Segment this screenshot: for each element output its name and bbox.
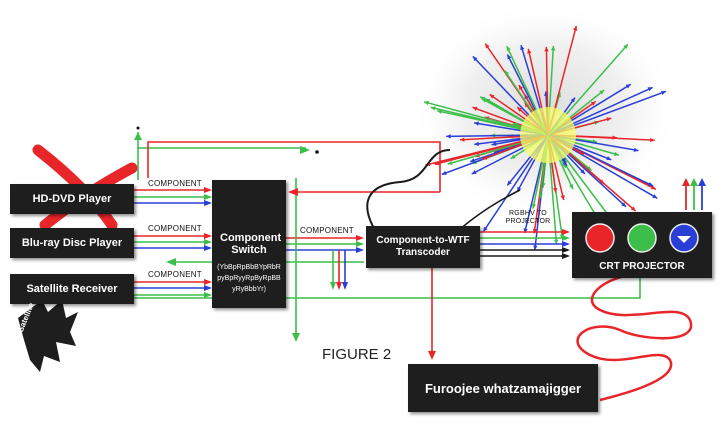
rgbhv-label: RGBHV TO PROJECTOR bbox=[505, 210, 551, 225]
starburst-arrowhead bbox=[506, 46, 511, 52]
power-cord bbox=[576, 273, 693, 402]
starburst-arrowhead bbox=[648, 181, 654, 186]
starburst-arrowhead bbox=[570, 97, 575, 103]
hd-dvd-player-label: HD-DVD Player bbox=[32, 193, 112, 205]
figure-caption: FIGURE 2 bbox=[322, 346, 392, 363]
component-switch-detail: (YbBpRpBbBYpRbRpyBpRyyRpByRpBByRyBbbYr) bbox=[217, 264, 281, 293]
starburst-arrowhead bbox=[447, 160, 453, 165]
component-label-bluray: COMPONENT bbox=[148, 224, 202, 233]
satellite-receiver: Satellite Receiver bbox=[10, 274, 134, 304]
hd-dvd-player: HD-DVD Player bbox=[10, 184, 134, 214]
starburst-arrowhead bbox=[471, 170, 477, 175]
starburst-arrowhead bbox=[424, 100, 430, 106]
starburst-arrowhead bbox=[625, 84, 631, 89]
starburst-arrowhead bbox=[520, 45, 525, 51]
component-switch: Component Switch (YbBpRpBbBYpRbRpyBpRyyR… bbox=[212, 180, 286, 308]
starburst-arrowhead bbox=[507, 180, 512, 186]
starburst-arrowhead bbox=[660, 90, 666, 95]
starburst-arrowhead bbox=[489, 94, 495, 99]
starburst-arrowhead bbox=[560, 195, 565, 201]
starburst-arrowhead bbox=[474, 141, 480, 147]
starburst-arrowhead bbox=[472, 56, 478, 62]
starburst-arrowhead bbox=[441, 170, 447, 176]
starburst-arrowhead bbox=[538, 193, 543, 199]
switch-to-transcoder-cable bbox=[285, 235, 364, 290]
bluray-cable bbox=[134, 233, 212, 251]
component-label-switch-out: COMPONENT bbox=[300, 226, 354, 235]
starburst-arrowhead bbox=[613, 151, 619, 156]
starburst-arrowhead bbox=[650, 137, 655, 143]
starburst-arrowhead bbox=[485, 43, 490, 49]
starburst-arrowhead bbox=[633, 147, 639, 152]
satellite-receiver-label: Satellite Receiver bbox=[26, 283, 118, 295]
starburst-arrowhead bbox=[510, 154, 516, 159]
starburst-arrowhead bbox=[527, 48, 532, 54]
starburst-arrowhead bbox=[606, 156, 612, 161]
furoojee-whatzamajigger: Furoojee whatzamajigger bbox=[408, 364, 598, 412]
starburst-arrowhead bbox=[533, 245, 538, 251]
starburst-arrowhead bbox=[483, 226, 488, 232]
satellite-dish bbox=[18, 300, 78, 372]
starburst-arrowhead bbox=[561, 157, 566, 163]
starburst-arrowhead bbox=[482, 155, 488, 160]
component-label-satellite: COMPONENT bbox=[148, 270, 202, 279]
starburst-arrowhead bbox=[472, 106, 478, 111]
whatzamajigger-label: Furoojee whatzamajigger bbox=[424, 380, 582, 396]
starburst-core bbox=[520, 107, 576, 163]
component-label-hd-dvd: COMPONENT bbox=[148, 179, 202, 188]
transcoder: Component-to-WTF Transcoder bbox=[366, 226, 480, 268]
starburst-arrowhead bbox=[573, 25, 578, 31]
starburst-arrowhead bbox=[491, 141, 497, 147]
hd-dvd-cable bbox=[134, 187, 212, 206]
starburst-arrowhead bbox=[650, 185, 656, 190]
starburst-arrowhead bbox=[553, 239, 559, 245]
projector-red-lens bbox=[585, 223, 615, 253]
starburst-arrowhead bbox=[580, 169, 585, 175]
starburst-arrowhead bbox=[544, 46, 549, 52]
bluray-player-label: Blu-ray Disc Player bbox=[21, 237, 123, 249]
starburst-arrowhead bbox=[578, 149, 584, 154]
crt-projector: CRT PROJECTOR bbox=[572, 212, 712, 278]
starburst-arrowhead bbox=[459, 137, 465, 142]
starburst-arrowhead bbox=[480, 96, 486, 101]
starburst-arrowhead bbox=[504, 70, 510, 76]
starburst-arrowhead bbox=[446, 134, 451, 139]
bluray-player: Blu-ray Disc Player bbox=[10, 228, 134, 258]
transcoder-label: Component-to-WTF Transcoder bbox=[376, 235, 470, 258]
transcoder-to-projector-cable bbox=[480, 229, 570, 259]
starburst-arrowhead bbox=[553, 187, 558, 193]
starburst-arrowhead bbox=[647, 87, 653, 92]
starburst-arrowhead bbox=[517, 107, 523, 112]
starburst-arrowhead bbox=[630, 206, 636, 211]
starburst-arrowhead bbox=[470, 158, 476, 163]
starburst-arrowhead bbox=[621, 202, 626, 207]
starburst-arrowhead bbox=[599, 89, 605, 95]
starburst-arrowhead bbox=[518, 84, 524, 90]
starburst-arrowhead bbox=[590, 101, 596, 106]
starburst-arrowhead bbox=[507, 54, 512, 60]
starburst-arrowhead bbox=[652, 194, 658, 199]
starburst-arrowhead bbox=[437, 109, 443, 114]
starburst-arrowhead bbox=[606, 117, 612, 122]
crt-projector-label: CRT PROJECTOR bbox=[599, 261, 685, 272]
projector-green-lens bbox=[627, 223, 657, 253]
starburst-arrowhead bbox=[569, 184, 573, 190]
starburst-arrowhead bbox=[430, 106, 436, 111]
starburst-arrowhead bbox=[623, 44, 628, 50]
starburst-arrowhead bbox=[550, 45, 556, 51]
satellite-cable bbox=[134, 279, 212, 298]
starburst-arrowhead bbox=[532, 228, 538, 234]
component-switch-title: Component Switch bbox=[220, 232, 282, 256]
starburst-arrowhead bbox=[531, 203, 536, 209]
starburst-arrowhead bbox=[474, 121, 479, 126]
